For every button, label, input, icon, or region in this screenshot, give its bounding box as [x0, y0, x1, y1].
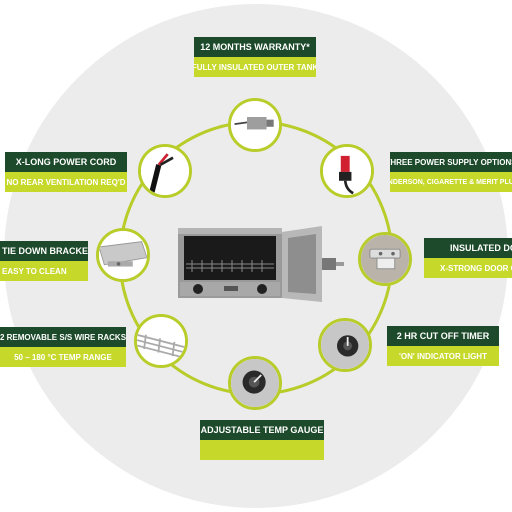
- wire-racks-title: 2 REMOVABLE S/S WIRE RACKS: [0, 327, 126, 347]
- timer-sub: 'ON' INDICATOR LIGHT: [387, 346, 499, 366]
- warranty-label: 12 MONTHS WARRANTY* FULLY INSULATED OUTE…: [194, 37, 316, 77]
- timer-knob-icon: [321, 321, 369, 369]
- tie-down-node: [96, 228, 150, 282]
- power-cord-label: X-LONG POWER CORD NO REAR VENTILATION RE…: [5, 152, 127, 192]
- insulated-door-sub: X-STRONG DOOR CLASP: [424, 258, 512, 278]
- insulated-door-label: INSULATED DOOR X-STRONG DOOR CLASP: [424, 238, 512, 278]
- wire-rack-node: [134, 314, 188, 368]
- temp-knob-icon: [231, 359, 279, 407]
- wire-rack-icon: [137, 317, 185, 365]
- temp-gauge-sub: [200, 440, 324, 460]
- oven-image: [178, 226, 344, 302]
- cigarette-plug-node: [320, 144, 374, 198]
- temp-gauge-title: ADJUSTABLE TEMP GAUGE: [200, 420, 324, 440]
- tie-down-title: TIE DOWN BRACKETS: [0, 241, 88, 261]
- timer-label: 2 HR CUT OFF TIMER 'ON' INDICATOR LIGHT: [387, 326, 499, 366]
- door-clasp-icon: [361, 235, 409, 283]
- timer-title: 2 HR CUT OFF TIMER: [387, 326, 499, 346]
- power-supply-sub: ANDERSON, CIGARETTE & MERIT PLUG: [390, 172, 512, 192]
- power-cord-icon: [141, 147, 189, 195]
- power-cord-sub: NO REAR VENTILATION REQ'D: [5, 172, 127, 192]
- insulated-door-title: INSULATED DOOR: [424, 238, 512, 258]
- door-clasp-node: [358, 232, 412, 286]
- anderson-plug-node: [228, 98, 282, 152]
- timer-knob-node: [318, 318, 372, 372]
- warranty-title: 12 MONTHS WARRANTY*: [194, 37, 316, 57]
- power-cord-node: [138, 144, 192, 198]
- temp-knob-node: [228, 356, 282, 410]
- cigarette-plug-icon: [323, 147, 371, 195]
- tie-down-sub: EASY TO CLEAN: [0, 261, 88, 281]
- anderson-plug-icon: [231, 101, 279, 149]
- power-supply-title: THREE POWER SUPPLY OPTIONS: [390, 152, 512, 172]
- wire-racks-sub: 50 – 180 °C TEMP RANGE: [0, 347, 126, 367]
- power-supply-label: THREE POWER SUPPLY OPTIONS ANDERSON, CIG…: [390, 152, 512, 192]
- tie-down-label: TIE DOWN BRACKETS EASY TO CLEAN: [0, 241, 88, 281]
- warranty-sub: FULLY INSULATED OUTER TANK: [194, 57, 316, 77]
- temp-gauge-label: ADJUSTABLE TEMP GAUGE: [200, 420, 324, 460]
- power-cord-title: X-LONG POWER CORD: [5, 152, 127, 172]
- wire-racks-label: 2 REMOVABLE S/S WIRE RACKS 50 – 180 °C T…: [0, 327, 126, 367]
- tie-down-bracket-icon: [99, 231, 147, 279]
